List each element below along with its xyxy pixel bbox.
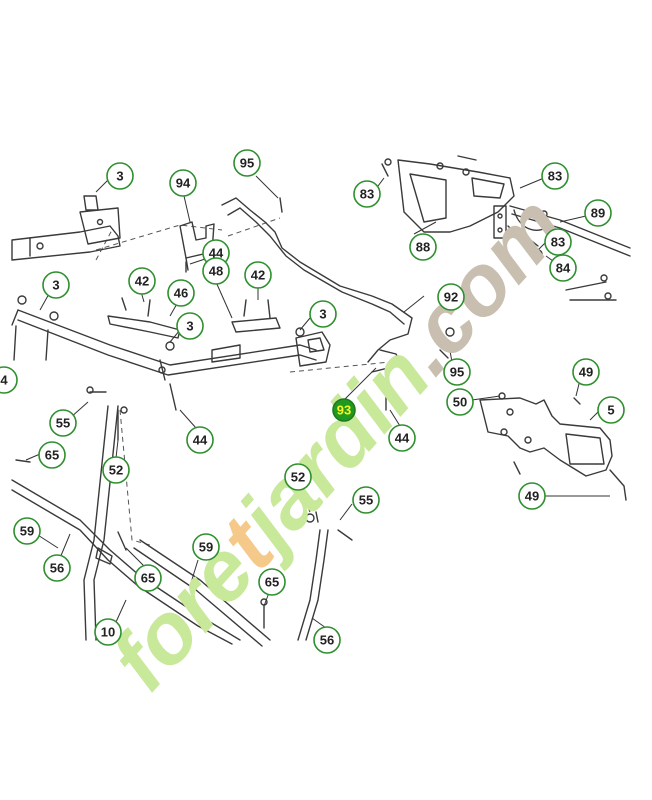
- callout-95[interactable]: 95: [443, 358, 471, 386]
- callout-65[interactable]: 65: [38, 441, 66, 469]
- callout-56[interactable]: 56: [313, 626, 341, 654]
- callout-label: 3: [186, 319, 193, 334]
- callout-52[interactable]: 52: [284, 463, 312, 491]
- callout-55[interactable]: 55: [49, 409, 77, 437]
- callout-label: 42: [135, 274, 149, 289]
- callout-46[interactable]: 46: [167, 279, 195, 307]
- callout-label: 92: [444, 290, 458, 305]
- callout-label: 42: [251, 268, 265, 283]
- callout-49[interactable]: 49: [572, 358, 600, 386]
- callout-label: 44: [395, 431, 410, 446]
- callout-label: 3: [52, 278, 59, 293]
- callout-label: 3: [116, 169, 123, 184]
- callout-label: 89: [591, 206, 605, 221]
- callout-48[interactable]: 48: [202, 257, 230, 285]
- callout-label: 56: [50, 561, 64, 576]
- callout-56[interactable]: 56: [43, 554, 71, 582]
- callout-3[interactable]: 3: [176, 312, 204, 340]
- handle-tube-upper: [11, 309, 331, 381]
- callout-83[interactable]: 83: [541, 162, 569, 190]
- callout-4[interactable]: 4: [0, 366, 18, 394]
- svg-text:foretjardin.com: foretjardin.com: [93, 178, 583, 707]
- callout-44[interactable]: 44: [186, 426, 214, 454]
- callout-83[interactable]: 83: [353, 180, 381, 208]
- callout-label: 59: [199, 540, 213, 555]
- callout-label: 4: [0, 373, 8, 388]
- callout-89[interactable]: 89: [584, 199, 612, 227]
- callout-3[interactable]: 3: [106, 162, 134, 190]
- lever-assembly-5: [479, 397, 627, 501]
- hardware-fasteners: [13, 155, 617, 629]
- callout-label: 65: [265, 575, 279, 590]
- callout-3[interactable]: 3: [309, 300, 337, 328]
- right-frame-bracket-88: [397, 159, 515, 239]
- callout-label: 55: [56, 416, 70, 431]
- callout-50[interactable]: 50: [446, 388, 474, 416]
- callout-label: 3: [319, 307, 326, 322]
- callout-label: 44: [209, 246, 224, 261]
- callout-49[interactable]: 49: [518, 482, 546, 510]
- callout-label: 55: [359, 493, 373, 508]
- callout-5[interactable]: 5: [597, 396, 625, 424]
- callout-83[interactable]: 83: [544, 228, 572, 256]
- callout-59[interactable]: 59: [13, 517, 41, 545]
- plate-48: [231, 317, 281, 333]
- callout-label: 88: [416, 240, 430, 255]
- callout-label: 10: [101, 625, 115, 640]
- callout-93-highlighted[interactable]: 93: [332, 398, 356, 422]
- callout-label: 65: [141, 571, 155, 586]
- rod-89: [509, 205, 631, 257]
- callout-label: 95: [240, 156, 254, 171]
- callout-label: 49: [525, 489, 539, 504]
- plate-46: [107, 315, 181, 339]
- control-rod-92: [221, 197, 413, 373]
- callout-65[interactable]: 65: [258, 568, 286, 596]
- callout-59[interactable]: 59: [192, 533, 220, 561]
- callout-label: 49: [579, 365, 593, 380]
- callout-label: 84: [556, 261, 571, 276]
- callout-55[interactable]: 55: [352, 486, 380, 514]
- callout-84[interactable]: 84: [549, 254, 577, 282]
- watermark: foretjardin.com: [93, 178, 583, 707]
- callout-label: 65: [45, 448, 59, 463]
- callout-label: 59: [20, 524, 34, 539]
- callout-label: 83: [548, 169, 562, 184]
- callout-65[interactable]: 65: [134, 564, 162, 592]
- lower-handle-tube-59: [133, 539, 271, 647]
- callout-label: 48: [209, 264, 223, 279]
- bracket-94: [179, 221, 215, 271]
- callout-label: 95: [450, 365, 464, 380]
- callout-label: 5: [607, 403, 614, 418]
- callout-label: 83: [551, 235, 565, 250]
- callout-42[interactable]: 42: [128, 267, 156, 295]
- callout-label: 56: [320, 633, 334, 648]
- callout-label: 46: [174, 286, 188, 301]
- callout-label: 94: [176, 176, 191, 191]
- callout-label: 83: [360, 187, 374, 202]
- callout-10[interactable]: 10: [94, 618, 122, 646]
- callout-label: 50: [453, 395, 467, 410]
- assembly-guide-lines: [95, 217, 391, 546]
- callout-94[interactable]: 94: [169, 169, 197, 197]
- callout-52[interactable]: 52: [102, 456, 130, 484]
- leader-lines: [25, 175, 610, 629]
- callout-44[interactable]: 44: [388, 424, 416, 452]
- callout-label: 93: [337, 403, 351, 418]
- callout-label: 44: [193, 433, 208, 448]
- callout-95[interactable]: 95: [233, 149, 261, 177]
- callouts: 3 94 95 83 83 89 88 83 84 44 48 42 42 3 …: [0, 149, 625, 654]
- callout-label: 52: [291, 470, 305, 485]
- callout-3[interactable]: 3: [42, 271, 70, 299]
- callout-label: 52: [109, 463, 123, 478]
- callout-92[interactable]: 92: [437, 283, 465, 311]
- callout-42[interactable]: 42: [244, 261, 272, 289]
- rod-56: [297, 529, 329, 641]
- left-frame-bracket: [11, 195, 121, 261]
- callout-88[interactable]: 88: [409, 233, 437, 261]
